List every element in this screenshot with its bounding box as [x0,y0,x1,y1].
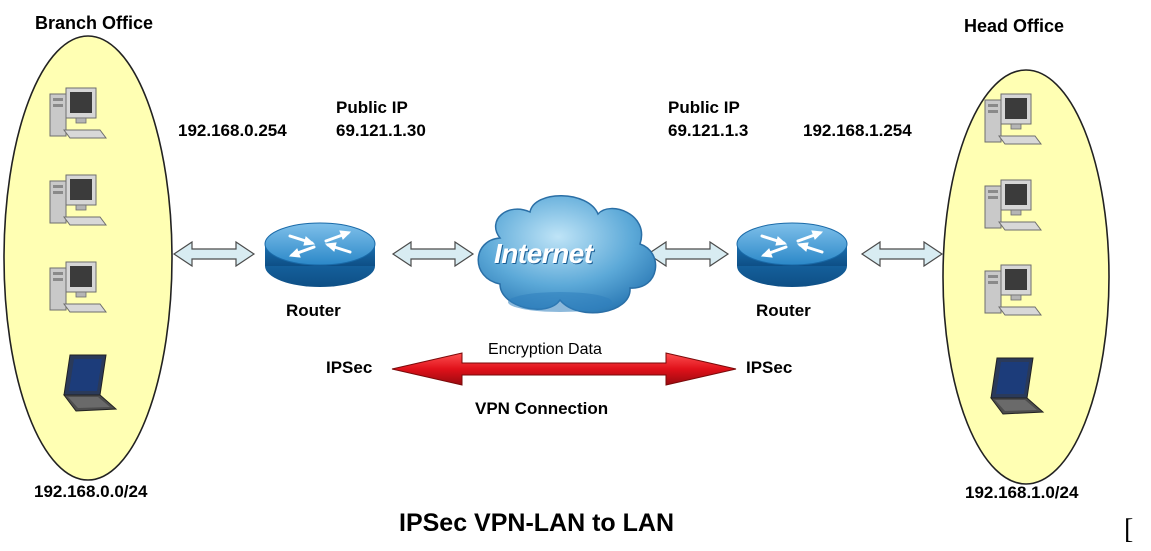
head-router-label: Router [756,301,811,320]
wan-link-arrow-right [647,241,729,267]
tunnel-top-label: Encryption Data [488,341,602,358]
head-public-ip-label: Public IP [668,98,740,117]
internet-label: Internet [494,238,593,269]
wan-link-arrow-left [392,241,474,267]
branch-public-ip-label: Public IP [336,98,408,117]
branch-office-zone [3,35,173,481]
router-icon [263,221,377,289]
tunnel-bottom-label: VPN Connection [475,399,609,418]
branch-router-label: Router [286,301,341,320]
branch-subnet: 192.168.0.0/24 [34,482,148,501]
stray-bracket: [ [1124,514,1134,545]
head-lan-ip: 192.168.1.254 [803,121,912,140]
branch-lan-ip: 192.168.0.254 [178,121,287,140]
diagram-caption: IPSec VPN-LAN to LAN [399,509,675,537]
head-public-ip: 69.121.1.3 [668,121,749,140]
branch-public-ip: 69.121.1.30 [336,121,426,140]
router-icon [735,221,849,289]
head-office-title: Head Office [964,16,1065,36]
branch-office-title: Branch Office [35,13,154,33]
lan-link-arrow-right [861,241,943,267]
lan-link-arrow-left [173,241,255,267]
vpn-tunnel-arrow [391,352,737,386]
tunnel-right-endpoint: IPSec [746,358,793,377]
tunnel-left-endpoint: IPSec [326,358,373,377]
cloud-icon [477,195,657,314]
head-subnet: 192.168.1.0/24 [965,483,1079,502]
